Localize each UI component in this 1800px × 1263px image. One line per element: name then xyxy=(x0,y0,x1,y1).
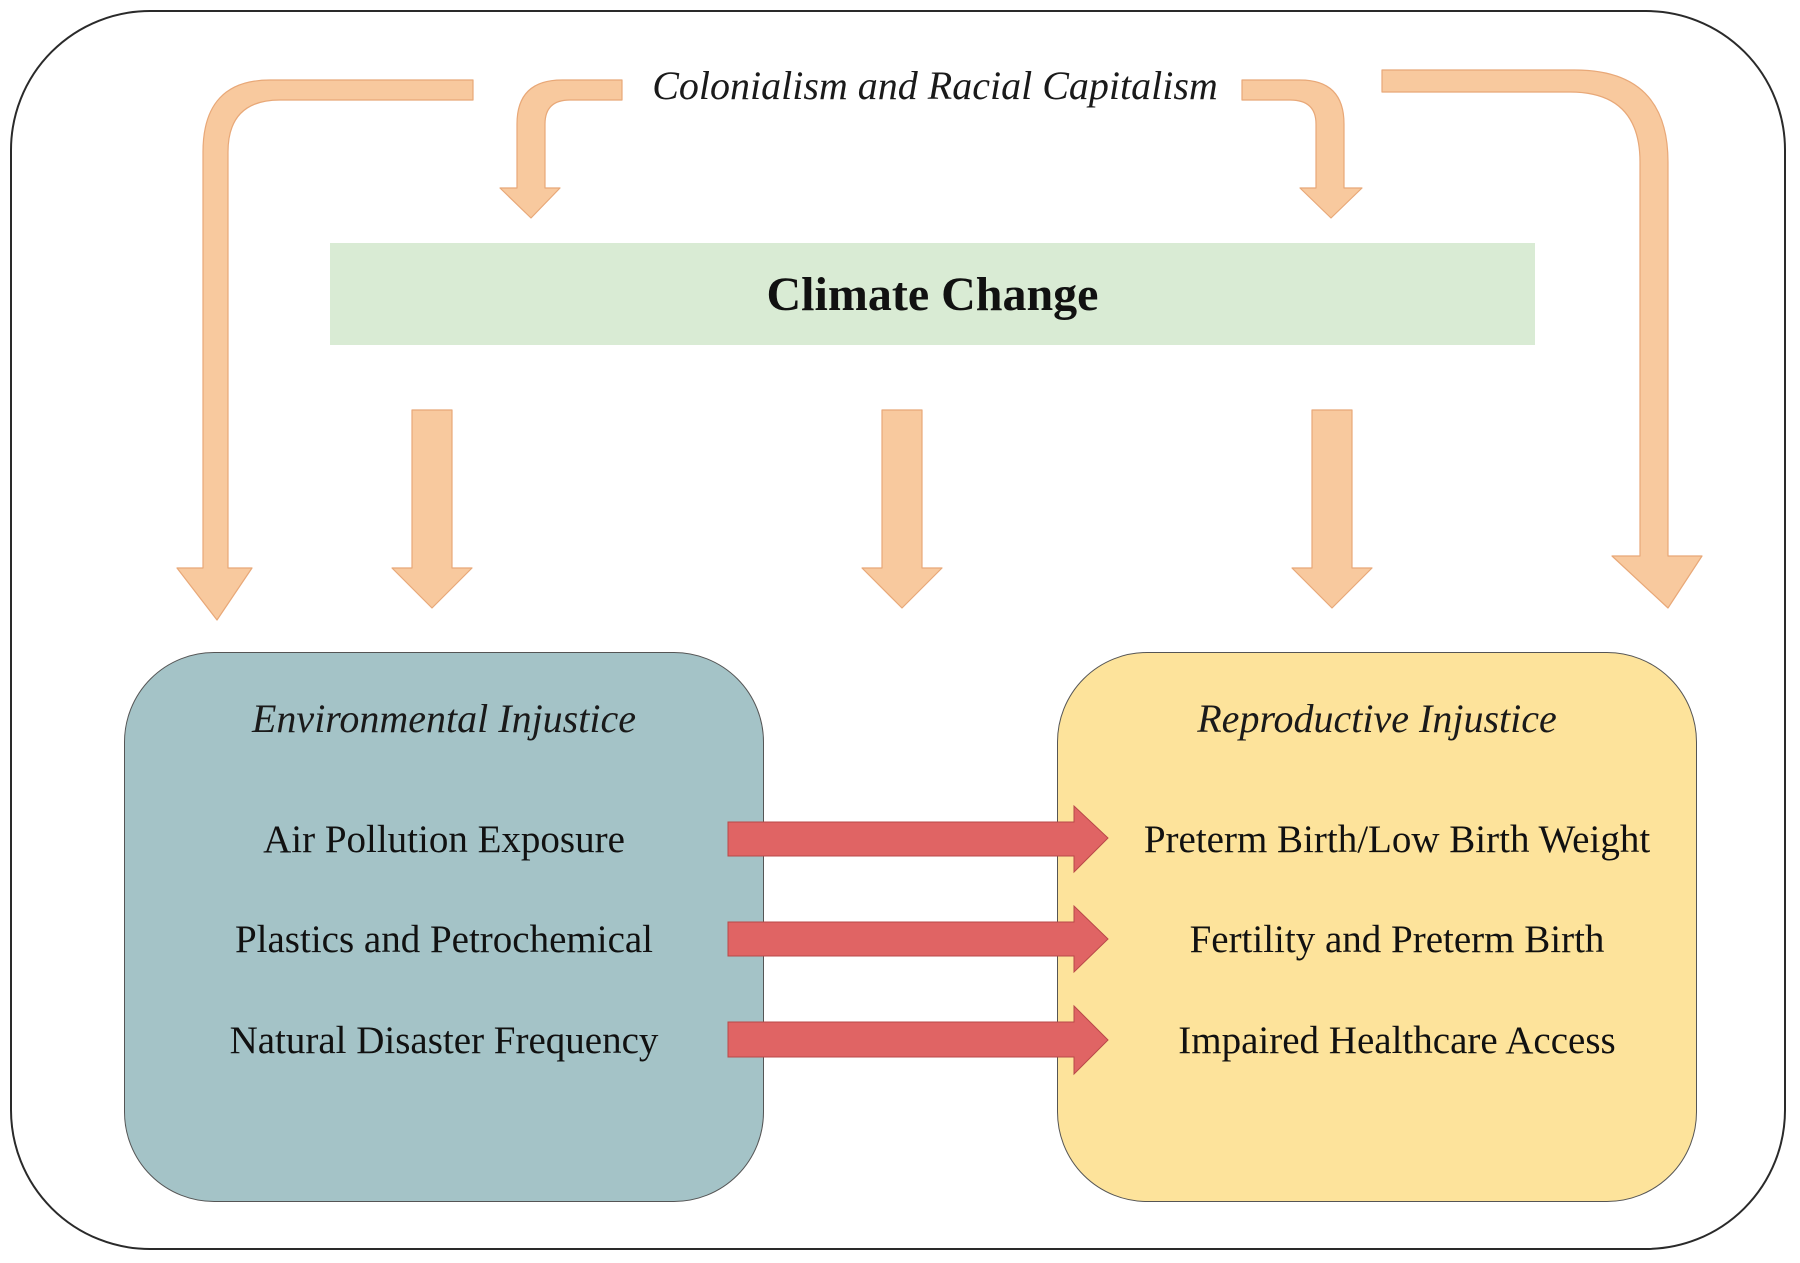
link-arrow-2 xyxy=(727,904,1109,974)
environmental-injustice-title: Environmental Injustice xyxy=(252,696,636,741)
climate-down-arrow-2 xyxy=(861,409,943,609)
reproductive-item: Fertility and Preterm Birth xyxy=(1189,918,1605,961)
reproductive-item: Impaired Healthcare Access xyxy=(1178,1019,1616,1062)
environmental-item: Natural Disaster Frequency xyxy=(229,1019,659,1062)
environmental-injustice-box: Environmental Injustice Air Pollution Ex… xyxy=(124,652,764,1202)
link-arrow-1 xyxy=(727,804,1109,874)
colonialism-to-climate-right-arrow xyxy=(1241,79,1363,219)
environmental-item: Plastics and Petrochemical xyxy=(234,918,654,961)
reproductive-injustice-box: Reproductive Injustice Preterm Birth/Low… xyxy=(1057,652,1697,1202)
link-arrow-3 xyxy=(727,1004,1109,1076)
reproductive-item: Preterm Birth/Low Birth Weight xyxy=(1143,818,1651,861)
reproductive-injustice-title: Reproductive Injustice xyxy=(1197,696,1557,741)
environmental-item: Air Pollution Exposure xyxy=(263,818,625,861)
colonialism-to-environmental-arrow xyxy=(176,79,474,621)
colonialism-label: Colonialism and Racial Capitalism xyxy=(652,63,1218,108)
climate-down-arrow-3 xyxy=(1291,409,1373,609)
climate-down-arrow-1 xyxy=(391,409,473,609)
colonialism-to-climate-left-arrow xyxy=(499,79,623,219)
climate-change-box: Climate Change xyxy=(330,243,1535,345)
climate-change-label: Climate Change xyxy=(766,267,1099,321)
colonialism-to-reproductive-arrow xyxy=(1381,69,1703,609)
outer-frame xyxy=(10,10,1786,1250)
